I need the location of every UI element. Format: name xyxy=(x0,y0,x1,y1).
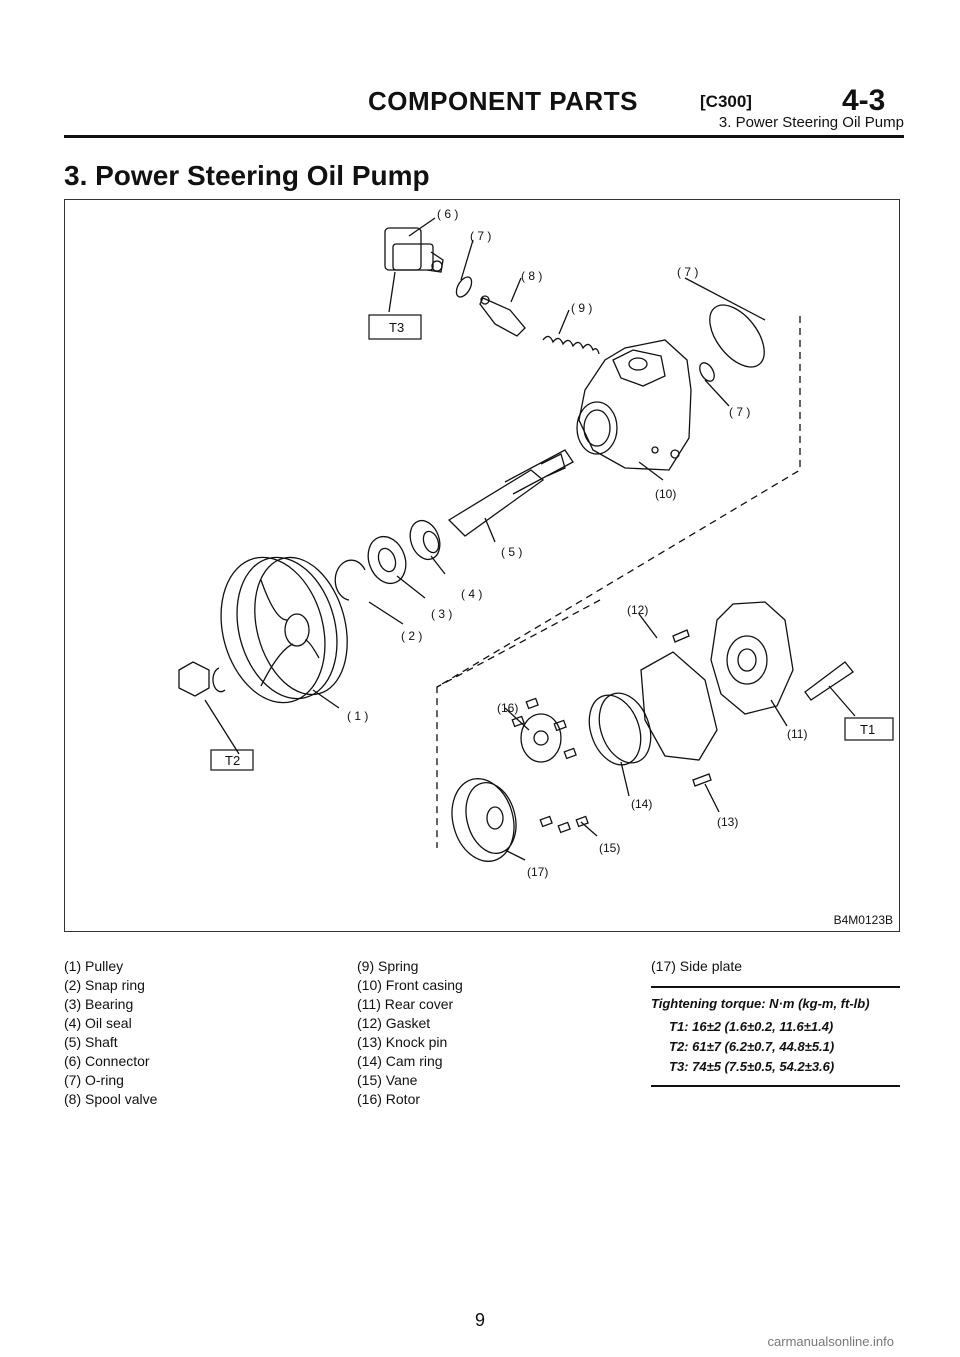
pulley-part xyxy=(220,556,348,704)
front-casing-part xyxy=(576,339,692,471)
legend-column-1: (1) Pulley (2) Snap ring (3) Bearing (4)… xyxy=(64,957,157,1109)
shaft-part xyxy=(447,449,574,537)
legend-item: (16) Rotor xyxy=(357,1091,421,1107)
exploded-diagram: T3 T2 T1 ( 6 ) ( 7 ) ( 8 ) ( 9 ) ( 7 ) (… xyxy=(64,199,900,932)
header-section-number: 4-3 xyxy=(842,84,886,117)
callout-7-right: ( 7 ) xyxy=(729,405,750,419)
header-subtitle: 3. Power Steering Oil Pump xyxy=(718,114,904,131)
callout-11: (11) xyxy=(787,727,807,741)
figure-id: B4M0123B xyxy=(833,913,893,927)
callout-7-ring: ( 7 ) xyxy=(677,265,698,279)
rotor-part xyxy=(520,713,562,763)
side-plate-part xyxy=(451,778,517,862)
header-divider xyxy=(64,135,904,138)
o-ring-large xyxy=(709,304,765,368)
callout-8: ( 8 ) xyxy=(521,269,542,283)
bearing-part xyxy=(367,535,407,585)
torque-t3: T3: 74±5 (7.5±0.5, 54.2±3.6) xyxy=(669,1059,835,1074)
legend-item: (15) Vane xyxy=(357,1072,418,1088)
header-code: [C300] xyxy=(700,92,752,111)
legend-item: (8) Spool valve xyxy=(64,1091,158,1107)
legend-item: (12) Gasket xyxy=(357,1015,431,1031)
legend-item: (13) Knock pin xyxy=(357,1034,448,1050)
bolt-part xyxy=(804,661,854,701)
torque-t1: T1: 16±2 (1.6±0.2, 11.6±1.4) xyxy=(669,1019,834,1034)
connector-part xyxy=(384,227,444,273)
callout-14: (14) xyxy=(631,797,652,811)
watermark: carmanualsonline.info xyxy=(767,1334,894,1349)
callout-2: ( 2 ) xyxy=(401,629,422,643)
t1-box xyxy=(844,717,894,741)
spool-valve-part xyxy=(479,295,526,337)
rear-cover-part xyxy=(710,601,794,715)
dashed-outline-lower xyxy=(436,599,601,688)
t1-tag: T1 xyxy=(860,722,875,737)
legend-item: (10) Front casing xyxy=(357,977,463,993)
knock-pin-upper xyxy=(672,629,690,643)
o-ring-small xyxy=(455,276,473,298)
vanes-part xyxy=(511,697,589,834)
callout-9: ( 9 ) xyxy=(571,301,592,315)
knock-pin-lower xyxy=(692,773,712,787)
cam-ring-part xyxy=(588,692,652,766)
gasket-part xyxy=(640,651,718,761)
legend-item: (2) Snap ring xyxy=(64,977,145,993)
legend-column-2: (9) Spring (10) Front casing (11) Rear c… xyxy=(357,957,463,1109)
page-title: 3. Power Steering Oil Pump xyxy=(64,160,430,191)
legend-item: (11) Rear cover xyxy=(357,996,454,1012)
legend-item: (7) O-ring xyxy=(64,1072,124,1088)
header-title: COMPONENT PARTS xyxy=(368,86,638,116)
legend-item: (5) Shaft xyxy=(64,1034,118,1050)
callout-12: (12) xyxy=(627,603,648,617)
legend-item: (3) Bearing xyxy=(64,996,134,1012)
o-ring-right xyxy=(699,362,715,382)
pump-illustration: T3 T2 T1 ( 6 ) ( 7 ) ( 8 ) ( 9 ) ( 7 ) (… xyxy=(178,207,894,879)
callout-13: (13) xyxy=(717,815,738,829)
t3-box xyxy=(368,314,422,340)
legend-item: (4) Oil seal xyxy=(64,1015,132,1031)
t3-tag: T3 xyxy=(389,320,404,335)
dashed-outline-upper xyxy=(436,316,801,848)
legend-column-3: (17) Side plate xyxy=(651,957,742,976)
torque-title: Tightening torque: N·m (kg-m, ft-lb) xyxy=(651,996,870,1011)
callout-17: (17) xyxy=(527,865,548,879)
oil-seal-part xyxy=(409,519,441,561)
t2-box xyxy=(210,749,254,771)
callout-6: ( 6 ) xyxy=(437,207,458,221)
torque-t2: T2: 61±7 (6.2±0.7, 44.8±5.1) xyxy=(669,1039,835,1054)
spring-part xyxy=(542,335,600,355)
page-number: 9 xyxy=(474,1310,485,1330)
legend-item: (14) Cam ring xyxy=(357,1053,443,1069)
torque-spec-box: Tightening torque: N·m (kg-m, ft-lb) T1:… xyxy=(651,986,900,1087)
callout-1: ( 1 ) xyxy=(347,709,368,723)
callout-16: (16) xyxy=(497,701,518,715)
legend-item: (1) Pulley xyxy=(64,958,124,974)
callout-7-top: ( 7 ) xyxy=(470,229,491,243)
callout-15: (15) xyxy=(599,841,620,855)
legend-item: (9) Spring xyxy=(357,958,419,974)
callout-10: (10) xyxy=(655,487,676,501)
nut-part xyxy=(178,661,226,697)
legend-item: (6) Connector xyxy=(64,1053,150,1069)
callout-5: ( 5 ) xyxy=(501,545,522,559)
snap-ring-part xyxy=(334,559,366,601)
callout-4: ( 4 ) xyxy=(461,587,482,601)
legend-item: (17) Side plate xyxy=(651,958,743,974)
callout-3: ( 3 ) xyxy=(431,607,452,621)
t2-tag: T2 xyxy=(225,753,240,768)
